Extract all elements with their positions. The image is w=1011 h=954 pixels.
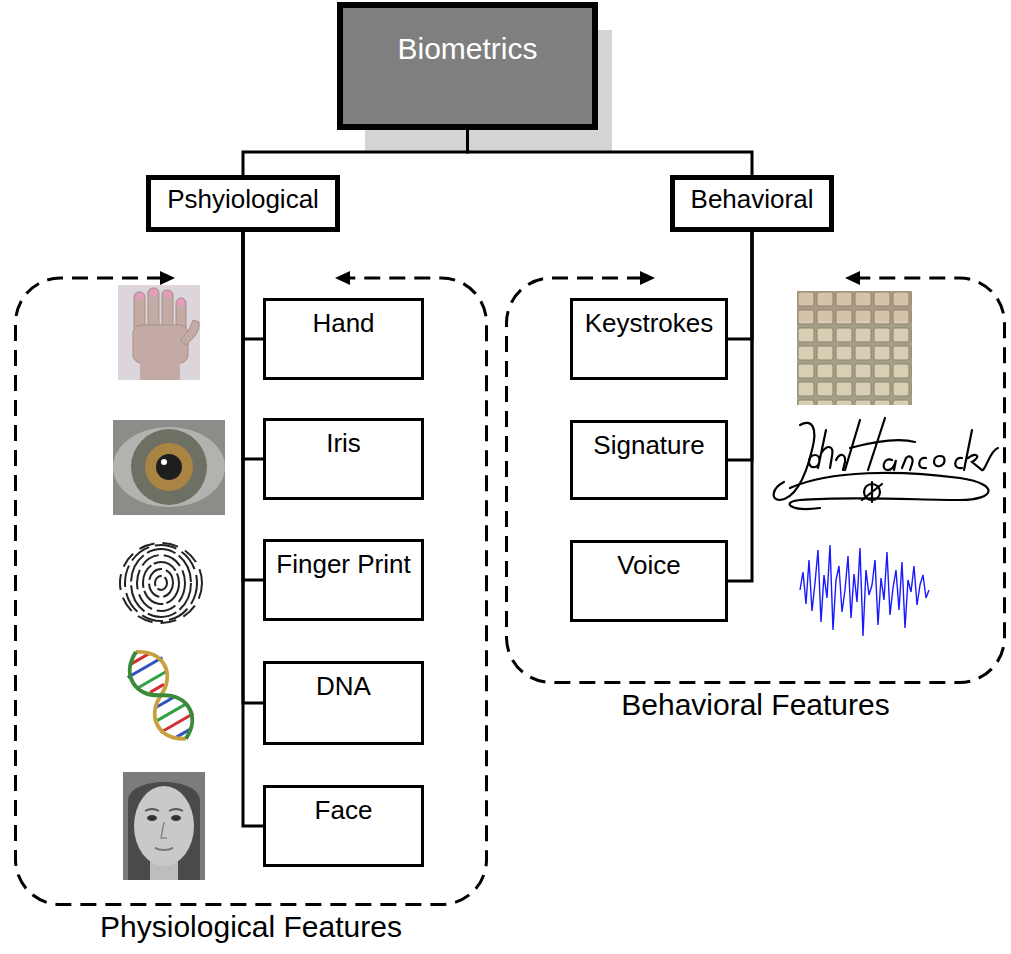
dashed-arrow — [640, 271, 655, 285]
connector-line — [243, 232, 263, 703]
dashed-arrow — [335, 271, 350, 285]
connector-line — [243, 130, 468, 175]
feature-box: Signature — [570, 420, 728, 500]
signature-image — [774, 418, 998, 509]
dashed-border — [507, 278, 1005, 683]
dashed-border — [16, 278, 487, 905]
root-box: Biometrics — [337, 2, 598, 130]
box-label: Biometrics — [397, 32, 537, 67]
connector-line — [728, 232, 752, 460]
feature-box: Iris — [263, 418, 424, 500]
feature-box: DNA — [263, 661, 424, 745]
connector-line — [243, 232, 263, 459]
box-label: Hand — [312, 309, 374, 339]
connector-line — [243, 232, 263, 339]
dashed-arrow — [845, 271, 860, 285]
region-label: Behavioral Features — [621, 688, 889, 723]
box-label: Finger Print — [276, 550, 410, 580]
dashed-arrow — [160, 271, 175, 285]
hand-photo — [118, 285, 200, 380]
feature-box: Finger Print — [263, 539, 424, 621]
dna-helix — [119, 642, 204, 749]
category-box: Pshyiological — [146, 175, 340, 232]
feature-box: Voice — [570, 540, 728, 622]
group-region: Behavioral Features KeystrokesSignatureVo… — [505, 270, 1006, 814]
box-label: Behavioral — [691, 185, 814, 215]
box-label: Pshyiological — [167, 185, 319, 215]
feature-box: Keystrokes — [570, 298, 728, 380]
connector-line — [243, 232, 263, 580]
box-label: Signature — [593, 431, 704, 461]
box-label: Voice — [617, 551, 681, 581]
keyboard-photo — [797, 291, 912, 405]
face-photo — [123, 772, 205, 880]
box-label: Face — [315, 796, 373, 826]
category-box: Behavioral — [670, 175, 834, 232]
iris-photo — [113, 420, 225, 515]
feature-box: Face — [263, 785, 424, 867]
region-label: Physiological Features — [100, 910, 402, 945]
feature-box: Hand — [263, 298, 424, 380]
box-label: Iris — [326, 429, 361, 459]
connector-line — [243, 232, 263, 826]
voice-waveform — [800, 545, 929, 636]
connector-line — [728, 232, 752, 339]
connector-line — [728, 232, 752, 581]
group-region: Physiological Features HandIrisFinger Pri… — [14, 270, 488, 954]
box-label: DNA — [316, 672, 371, 702]
box-label: Keystrokes — [585, 309, 714, 339]
connector-line — [468, 130, 753, 175]
fingerprint-image — [118, 540, 205, 625]
